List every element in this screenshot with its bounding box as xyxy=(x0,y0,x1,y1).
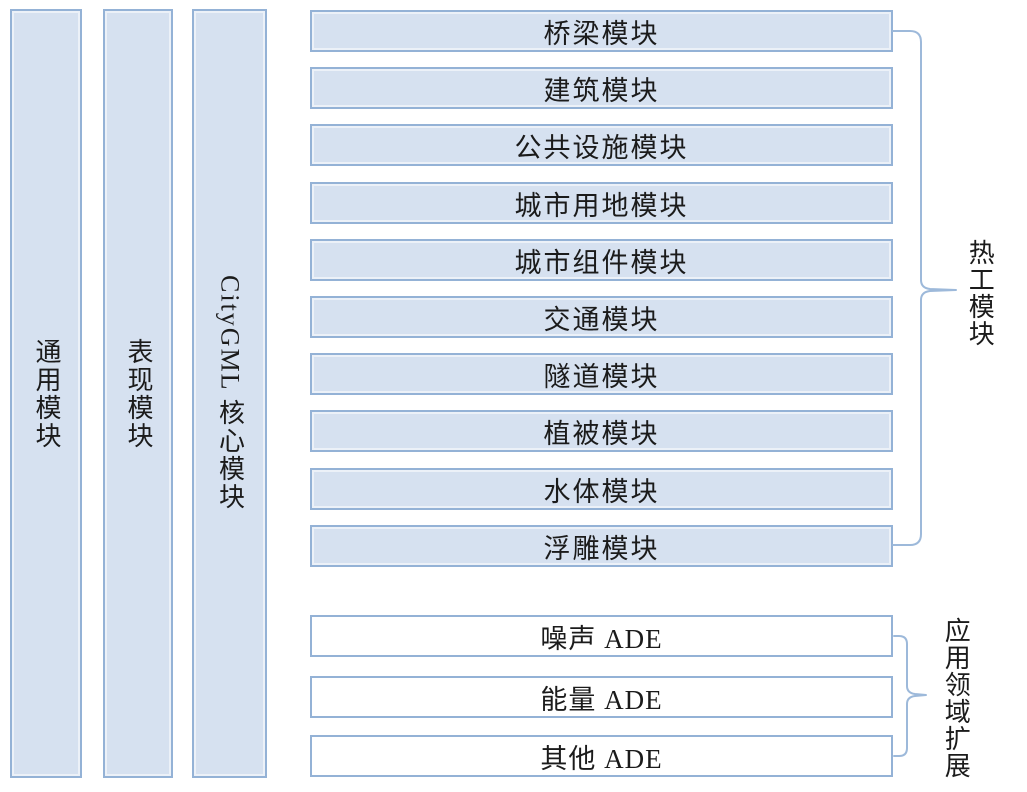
module-bar-transportation: 交通模块 xyxy=(310,296,893,338)
column-appearance-module: 表现模块 xyxy=(103,9,173,778)
ade-group-brace-icon xyxy=(893,635,927,757)
column-general-module-label: 通用模块 xyxy=(32,337,61,450)
module-bar-building: 建筑模块 xyxy=(310,67,893,109)
ade-group-label: 应用领域扩展 xyxy=(941,617,971,779)
thematic-group-label: 热工模块 xyxy=(965,239,995,347)
module-bar-tunnel: 隧道模块 xyxy=(310,353,893,395)
column-general-module: 通用模块 xyxy=(10,9,82,778)
ade-bar-energy: 能量 ADE xyxy=(310,676,893,718)
ade-bar-other: 其他 ADE xyxy=(310,735,893,777)
column-citygml-core-module-label: CityGML 核心模块 xyxy=(215,275,245,512)
module-bar-water-body: 水体模块 xyxy=(310,468,893,510)
ade-bar-noise: 噪声 ADE xyxy=(310,615,893,657)
module-bar-relief: 浮雕模块 xyxy=(310,525,893,567)
column-citygml-core-module: CityGML 核心模块 xyxy=(192,9,267,778)
module-bar-bridge: 桥梁模块 xyxy=(310,10,893,52)
thematic-group-brace-icon xyxy=(892,30,957,546)
module-bar-vegetation: 植被模块 xyxy=(310,410,893,452)
column-appearance-module-label: 表现模块 xyxy=(124,337,153,450)
module-bar-city-furniture: 公共设施模块 xyxy=(310,124,893,166)
module-bar-land-use: 城市用地模块 xyxy=(310,182,893,224)
module-bar-city-object: 城市组件模块 xyxy=(310,239,893,281)
